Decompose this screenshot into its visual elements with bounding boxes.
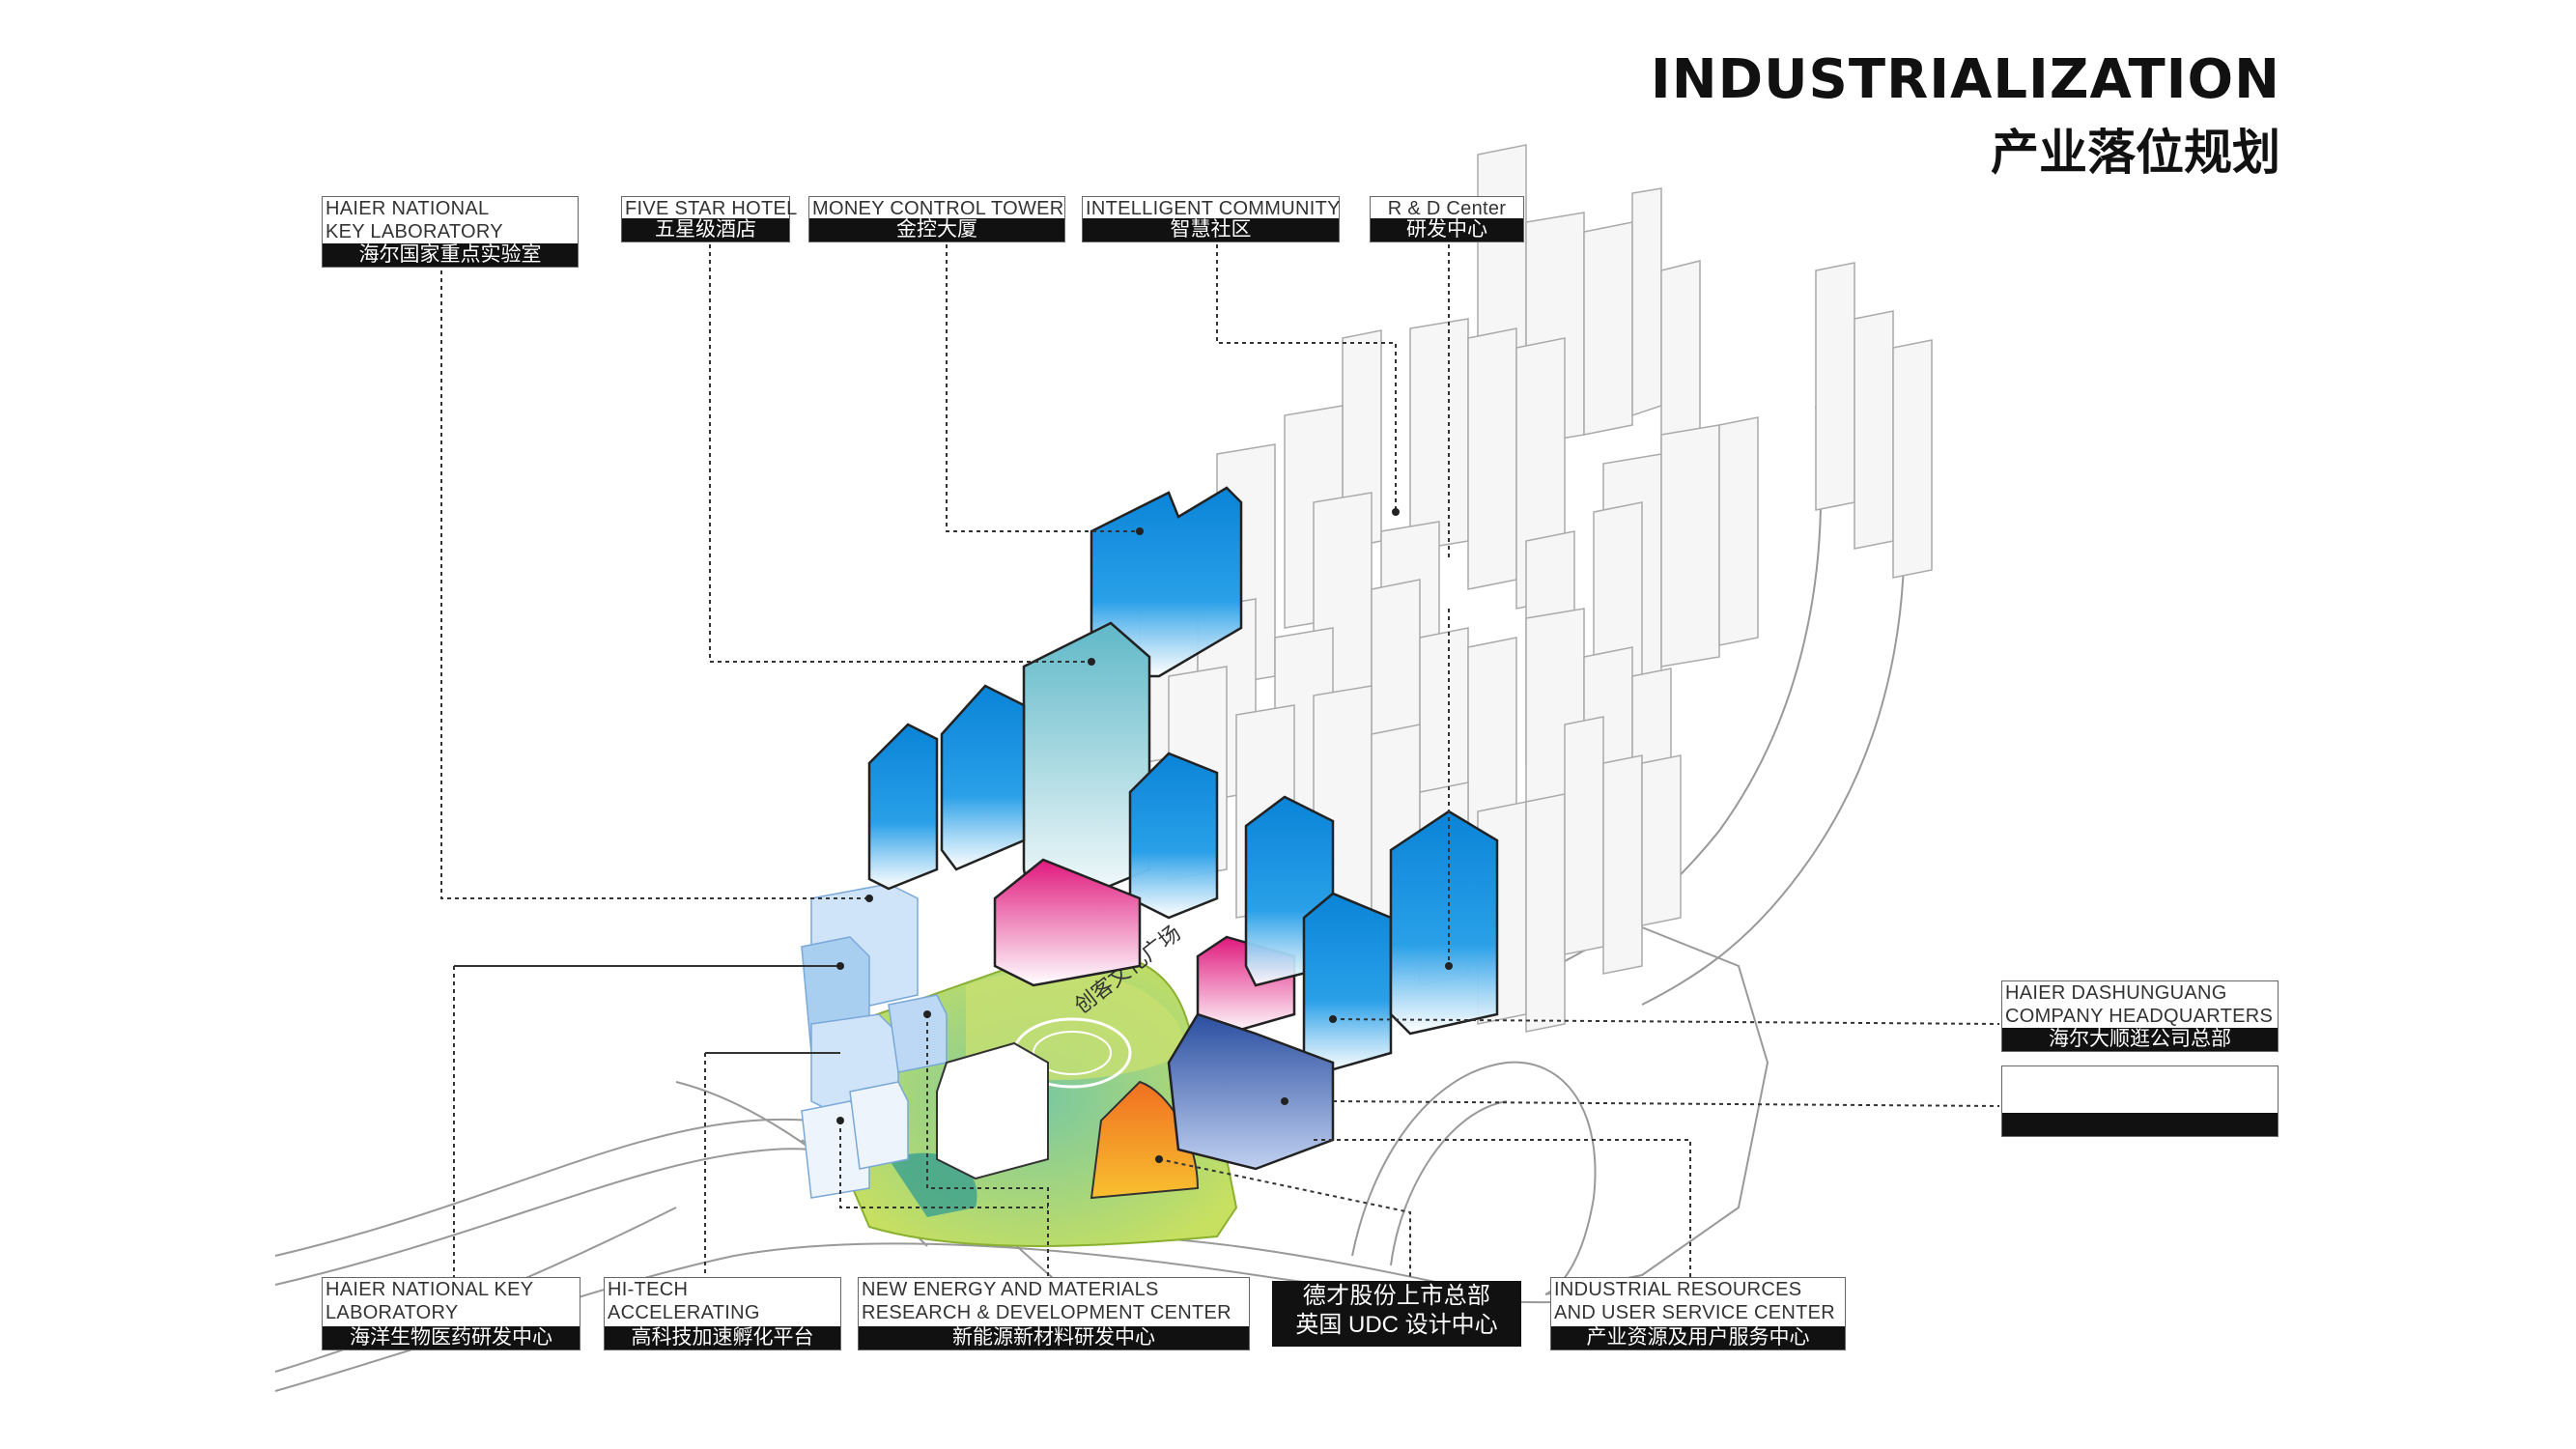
label-decai-zh: 英国 UDC 设计中心: [1273, 1311, 1520, 1338]
label-haier-lab-top: HAIER NATIONAL KEY LABORATORY 海尔国家重点实验室: [322, 196, 579, 268]
label-risrishun: [2001, 1065, 2279, 1137]
colored-towers: [867, 486, 1499, 1171]
label-hotel-en: FIVE STAR HOTEL: [625, 198, 798, 219]
label-rd-center-zh: 研发中心: [1371, 218, 1523, 242]
title-zh: 产业落位规划: [1991, 125, 2280, 181]
label-new-energy: NEW ENERGY AND MATERIALS RESEARCH & DEVE…: [858, 1277, 1250, 1350]
label-money-tower-zh: 金控大厦: [809, 218, 1064, 242]
label-new-energy-zh: 新能源新材料研发中心: [859, 1326, 1249, 1350]
label-industrial: INDUSTRIAL RESOURCES AND USER SERVICE CE…: [1550, 1277, 1846, 1350]
label-rd-center-en: R & D Center: [1387, 198, 1507, 219]
label-haier-lab-top-en: HAIER NATIONAL KEY LABORATORY: [326, 198, 503, 242]
label-money-tower: MONEY CONTROL TOWER 金控大厦: [808, 196, 1065, 242]
white-building: [936, 1041, 1049, 1180]
label-hotel-zh: 五星级酒店: [622, 218, 789, 242]
leader-lines: [440, 237, 2000, 1277]
label-hotel: FIVE STAR HOTEL 五星级酒店: [621, 196, 798, 242]
label-industrial-zh: 产业资源及用户服务中心: [1551, 1326, 1845, 1350]
label-haier-lab-bottom-zh: 海洋生物医药研发中心: [323, 1326, 580, 1350]
label-community: INTELLIGENT COMMUNITY 智慧社区: [1082, 196, 1340, 242]
label-community-zh: 智慧社区: [1083, 218, 1339, 242]
label-risrishun-zh: [2002, 1113, 2278, 1136]
label-hitech: HI-TECH ACCELERATING HATCHING PLATFORM 高…: [604, 1277, 841, 1350]
label-money-tower-en: MONEY CONTROL TOWER: [812, 198, 1064, 219]
label-haier-lab-bottom-en: HAIER NATIONAL KEY LABORATORY: [326, 1279, 534, 1323]
label-dashunguang-en: HAIER DASHUNGUANG COMPANY HEADQUARTERS: [2005, 982, 2274, 1027]
label-industrial-en: INDUSTRIAL RESOURCES AND USER SERVICE CE…: [1554, 1279, 1836, 1323]
label-rd-center: R & D Center 研发中心: [1370, 196, 1524, 242]
leader-dots: [836, 508, 1453, 1163]
label-community-en: INTELLIGENT COMMUNITY: [1086, 198, 1341, 219]
label-dashunguang-zh: 海尔大顺逛公司总部: [2002, 1028, 2278, 1051]
title-en: INDUSTRIALIZATION: [1650, 48, 2280, 111]
label-decai-en: 德才股份上市总部: [1273, 1282, 1520, 1311]
label-hitech-zh: 高科技加速孵化平台: [605, 1326, 840, 1350]
label-new-energy-en: NEW ENERGY AND MATERIALS RESEARCH & DEVE…: [862, 1279, 1231, 1323]
label-haier-lab-top-zh: 海尔国家重点实验室: [323, 243, 578, 267]
label-haier-lab-bottom: HAIER NATIONAL KEY LABORATORY 海洋生物医药研发中心: [322, 1277, 580, 1350]
label-dashunguang: HAIER DASHUNGUANG COMPANY HEADQUARTERS 海…: [2001, 980, 2279, 1052]
label-decai: 德才股份上市总部 英国 UDC 设计中心: [1272, 1281, 1521, 1347]
